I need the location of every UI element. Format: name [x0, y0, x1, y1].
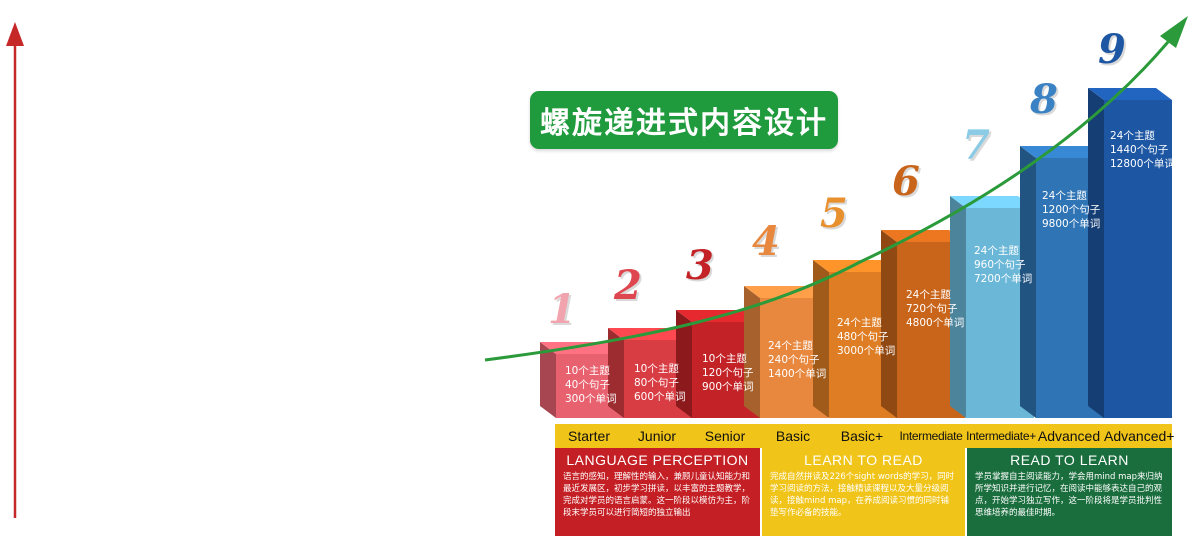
step-number-2: 2 — [614, 262, 642, 309]
step-4-sentences: 240个句子 — [768, 354, 820, 366]
level-bar — [555, 424, 1172, 448]
step-6-topics: 24个主题 — [906, 289, 951, 301]
step-number-4: 4 — [752, 218, 780, 265]
step-number-7: 7 — [962, 122, 990, 169]
step-number-1: 1 — [548, 286, 576, 333]
step-9-stats: 24个主题 1440个句子 12800个单词 — [1110, 129, 1175, 171]
step-4-topics: 24个主题 — [768, 340, 813, 352]
step-number-8: 8 — [1030, 76, 1058, 123]
step-block-top-4 — [744, 286, 828, 298]
step-5-words: 3000个单词 — [837, 345, 896, 357]
phase-1-title: LANGUAGE PERCEPTION — [566, 452, 749, 468]
level-basic-plus: Basic+ — [840, 428, 884, 444]
step-1-sentences: 40个句子 — [565, 379, 610, 391]
step-7-sentences: 960个句子 — [974, 259, 1026, 271]
step-5-stats: 24个主题 480个句子 3000个单词 — [837, 316, 895, 358]
step-6-stats: 24个主题 720个句子 4800个单词 — [906, 288, 964, 330]
step-block-side-5 — [813, 260, 829, 418]
step-4-words: 1400个单词 — [768, 368, 827, 380]
step-number-9: 9 — [1098, 26, 1126, 73]
step-number-3: 3 — [686, 242, 714, 289]
step-8-topics: 24个主题 — [1042, 190, 1087, 202]
step-8-stats: 24个主题 1200个句子 9800个单词 — [1042, 189, 1100, 231]
phase-3-description: 学员掌握自主阅读能力，学会用mind map来归纳所学知识并进行记忆，在阅读中能… — [975, 472, 1163, 518]
step-7-words: 7200个单词 — [974, 273, 1033, 285]
step-2-words: 600个单词 — [634, 391, 686, 403]
step-2-topics: 10个主题 — [634, 363, 679, 375]
step-3-words: 900个单词 — [702, 381, 754, 393]
step-block-top-6 — [881, 230, 965, 242]
step-block-side-7 — [950, 196, 966, 418]
phase-language-perception: LANGUAGE PERCEPTION 语言的感知，理解性的输入，兼顾儿童认知能… — [555, 448, 760, 536]
level-advanced: Advanced — [1037, 428, 1101, 444]
arrow-head-icon — [6, 22, 24, 46]
step-number-6: 6 — [892, 158, 920, 205]
step-9-words: 12800个单词 — [1110, 158, 1175, 170]
level-starter: Starter — [567, 428, 610, 444]
step-6-words: 4800个单词 — [906, 317, 965, 329]
step-1-words: 300个单词 — [565, 393, 617, 405]
step-block-top-7 — [950, 196, 1034, 208]
step-7-topics: 24个主题 — [974, 245, 1019, 257]
level-intermediate-plus: Intermediate+ — [966, 429, 1036, 443]
vertical-growth-arrow — [6, 22, 24, 518]
step-8-words: 9800个单词 — [1042, 218, 1101, 230]
step-4-stats: 24个主题 240个句子 1400个单词 — [768, 339, 826, 381]
step-2-sentences: 80个句子 — [634, 377, 679, 389]
step-block-top-8 — [1020, 146, 1104, 158]
curve-arrow-head-icon — [1160, 16, 1188, 48]
step-1-topics: 10个主题 — [565, 365, 610, 377]
step-9-topics: 24个主题 — [1110, 130, 1155, 142]
level-basic: Basic — [775, 428, 811, 444]
phase-learn-to-read: LEARN TO READ 完成自然拼读及226个sight words的学习，… — [762, 448, 965, 536]
step-number-5: 5 — [820, 190, 848, 237]
step-block-side-2 — [608, 328, 624, 418]
step-8-sentences: 1200个句子 — [1042, 204, 1101, 216]
step-3-topics: 10个主题 — [702, 353, 747, 365]
step-block-top-9 — [1088, 88, 1172, 100]
step-7-stats: 24个主题 960个句子 7200个单词 — [974, 244, 1032, 286]
step-9-sentences: 1440个句子 — [1110, 144, 1169, 156]
step-3-sentences: 120个句子 — [702, 367, 754, 379]
step-block-side-8 — [1020, 146, 1036, 418]
step-1-stats: 10个主题 40个句子 300个单词 — [565, 364, 617, 406]
phase-1-description: 语言的感知，理解性的输入，兼顾儿童认知能力和最近发展区，初步学习拼读，以丰富的主… — [563, 472, 751, 518]
step-block-9 — [1088, 88, 1172, 418]
level-junior: Junior — [637, 428, 677, 444]
step-block-front-9 — [1104, 100, 1172, 418]
step-3-stats: 10个主题 120个句子 900个单词 — [702, 352, 754, 394]
step-6-sentences: 720个句子 — [906, 303, 958, 315]
step-5-sentences: 480个句子 — [837, 331, 889, 343]
phase-2-title: LEARN TO READ — [804, 452, 923, 468]
step-block-side-1 — [540, 342, 556, 418]
step-block-side-9 — [1088, 88, 1104, 418]
phase-3-title: READ TO LEARN — [1010, 452, 1129, 468]
phase-2-description: 完成自然拼读及226个sight words的学习，同时学习阅读的方法，接触精读… — [770, 472, 955, 518]
step-5-topics: 24个主题 — [837, 317, 882, 329]
phase-read-to-learn: READ TO LEARN 学员掌握自主阅读能力，学会用mind map来归纳所… — [967, 448, 1172, 536]
step-block-side-4 — [744, 286, 760, 418]
level-advanced-plus: Advanced+ — [1104, 428, 1175, 444]
level-intermediate: Intermediate — [899, 429, 963, 443]
step-block-side-6 — [881, 230, 897, 418]
step-2-stats: 10个主题 80个句子 600个单词 — [634, 362, 686, 404]
level-senior: Senior — [704, 428, 746, 444]
step-block-side-3 — [676, 310, 692, 418]
title-badge: 螺旋递进式内容设计 — [530, 91, 838, 149]
step-block-top-1 — [540, 342, 624, 354]
